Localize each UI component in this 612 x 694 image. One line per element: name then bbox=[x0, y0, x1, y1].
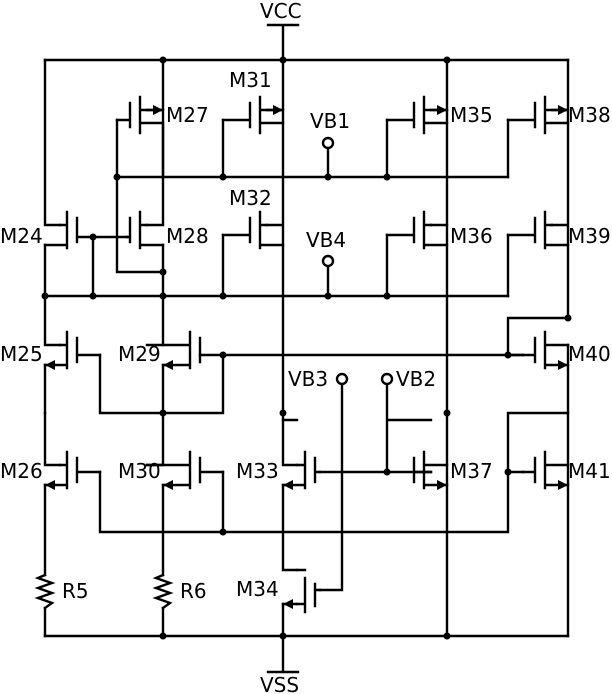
vb4-label: VB4 bbox=[306, 228, 346, 252]
r6-resistor bbox=[152, 573, 174, 610]
wiring bbox=[43, 58, 570, 638]
m35-symbol bbox=[385, 95, 449, 135]
m27-symbol bbox=[115, 95, 165, 179]
r5-resistor bbox=[34, 573, 56, 610]
m36-symbol bbox=[385, 210, 449, 250]
m36-label: M36 bbox=[450, 224, 493, 248]
m39-symbol bbox=[506, 210, 570, 250]
m30-label: M30 bbox=[118, 459, 161, 483]
m25-label: M25 bbox=[0, 342, 43, 366]
m28-symbol bbox=[125, 210, 165, 250]
m31-label: M31 bbox=[229, 68, 272, 92]
m24-label: M24 bbox=[0, 224, 43, 248]
m33-symbol bbox=[281, 450, 322, 490]
m40-label: M40 bbox=[568, 342, 611, 366]
m26-label: M26 bbox=[0, 459, 43, 483]
m41-label: M41 bbox=[568, 459, 611, 483]
vb3-pin bbox=[335, 372, 349, 386]
vss-label: VSS bbox=[260, 673, 299, 694]
m28-label: M28 bbox=[166, 224, 209, 248]
m40-symbol bbox=[521, 330, 570, 370]
r5-label: R5 bbox=[62, 579, 89, 603]
vb3-label: VB3 bbox=[288, 367, 328, 391]
m34-symbol bbox=[295, 568, 322, 614]
vcc-rail bbox=[43, 23, 570, 62]
m27-label: M27 bbox=[166, 103, 209, 127]
m38-symbol bbox=[506, 95, 570, 135]
vss-rail bbox=[43, 602, 570, 674]
m29-symbol bbox=[161, 330, 202, 370]
m33-label: M33 bbox=[236, 459, 279, 483]
vb1-label: VB1 bbox=[310, 109, 350, 133]
m38-label: M38 bbox=[568, 103, 611, 127]
vb2-label: VB2 bbox=[396, 367, 436, 391]
m37-label: M37 bbox=[450, 459, 493, 483]
m24-symbol bbox=[43, 210, 79, 250]
m32-label: M32 bbox=[229, 186, 272, 210]
m26-symbol bbox=[43, 450, 102, 490]
source-arrows bbox=[45, 105, 568, 609]
m41-symbol bbox=[521, 450, 570, 490]
m30-symbol bbox=[145, 450, 225, 490]
m29-label: M29 bbox=[118, 342, 161, 366]
m25-symbol bbox=[43, 330, 102, 370]
m39-label: M39 bbox=[568, 224, 611, 248]
vcc-label: VCC bbox=[260, 0, 302, 23]
vb4-pin bbox=[321, 254, 335, 268]
m35-label: M35 bbox=[450, 103, 493, 127]
junctions bbox=[41, 56, 572, 640]
m32-symbol bbox=[221, 210, 285, 250]
vb2-pin bbox=[380, 372, 394, 386]
r6-label: R6 bbox=[180, 579, 207, 603]
m37-symbol bbox=[412, 450, 449, 490]
m31-symbol bbox=[221, 95, 285, 135]
m34-label: M34 bbox=[236, 577, 279, 601]
vb1-pin bbox=[321, 136, 335, 150]
